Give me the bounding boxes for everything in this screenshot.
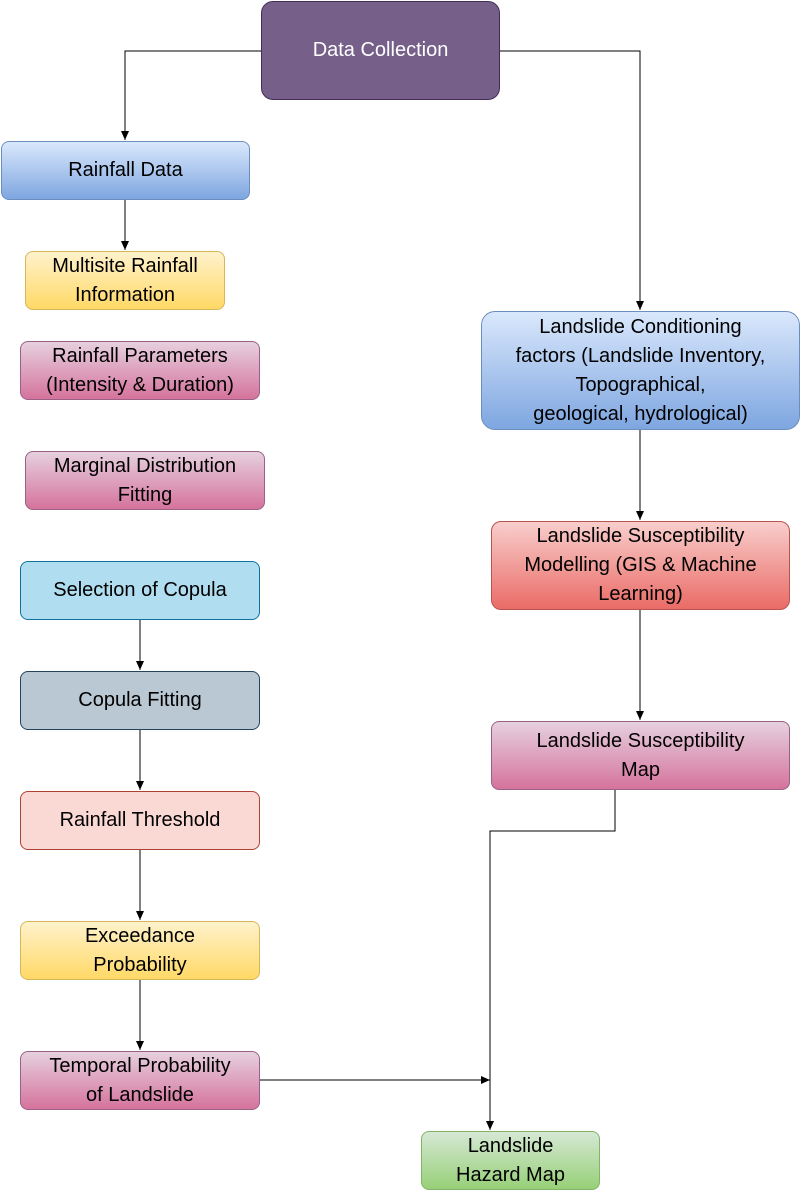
node-selection-of-copula: Selection of Copula bbox=[20, 561, 260, 620]
node-label: Landslide Conditioning factors (Landslid… bbox=[515, 315, 766, 425]
node-label: Rainfall Threshold bbox=[59, 809, 221, 831]
node-multisite-rainfall-information: Multisite Rainfall Information bbox=[25, 251, 225, 310]
node-label: Multisite Rainfall Information bbox=[52, 254, 198, 306]
node-marginal-distribution-fitting: Marginal Distribution Fitting bbox=[25, 451, 265, 510]
node-rainfall-parameters: Rainfall Parameters (Intensity & Duratio… bbox=[20, 341, 260, 400]
node-label: Rainfall Parameters (Intensity & Duratio… bbox=[46, 344, 234, 396]
node-exceedance-probability: Exceedance Probability bbox=[20, 921, 260, 980]
node-label: Temporal Probability of Landslide bbox=[49, 1054, 231, 1106]
node-landslide-conditioning-factors: Landslide Conditioning factors (Landslid… bbox=[481, 311, 800, 430]
node-label: Copula Fitting bbox=[78, 689, 202, 711]
edge-data-collection-to-conditioning bbox=[500, 50, 644, 310]
node-landslide-susceptibility-map: Landslide Susceptibility Map bbox=[491, 721, 790, 790]
node-temporal-probability: Temporal Probability of Landslide bbox=[20, 1051, 260, 1110]
node-landslide-hazard-map: Landslide Hazard Map bbox=[421, 1131, 600, 1190]
node-label: Data Collection bbox=[312, 39, 449, 61]
node-landslide-susceptibility-modelling: Landslide Susceptibility Modelling (GIS … bbox=[491, 521, 790, 610]
node-label: Landslide Susceptibility Map bbox=[536, 729, 745, 781]
node-label: Landslide Hazard Map bbox=[456, 1134, 565, 1186]
edge-susc-map-to-hazard-map bbox=[486, 790, 616, 1130]
node-label: Selection of Copula bbox=[53, 579, 227, 601]
node-data-collection: Data Collection bbox=[261, 1, 500, 100]
node-copula-fitting: Copula Fitting bbox=[20, 671, 260, 730]
edge-data-collection-to-rainfall-data bbox=[121, 50, 261, 140]
node-rainfall-threshold: Rainfall Threshold bbox=[20, 791, 260, 850]
node-label: Landslide Susceptibility Modelling (GIS … bbox=[524, 525, 757, 605]
node-label: Exceedance Probability bbox=[84, 924, 196, 976]
node-label: Marginal Distribution Fitting bbox=[53, 454, 237, 506]
node-rainfall-data: Rainfall Data bbox=[1, 141, 250, 200]
node-label: Rainfall Data bbox=[68, 159, 183, 181]
